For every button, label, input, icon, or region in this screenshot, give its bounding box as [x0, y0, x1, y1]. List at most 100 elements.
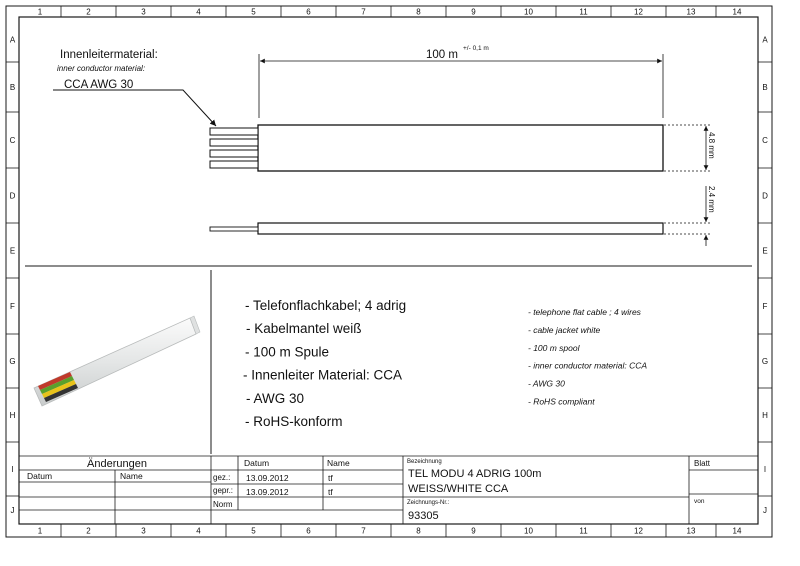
name-header: Name: [327, 458, 350, 468]
length-dimension-value: 100 m: [426, 49, 458, 61]
of-label: von: [694, 498, 705, 505]
row-label: B: [10, 83, 15, 92]
length-dimension: 100 m +/- 0,1 m: [258, 45, 664, 118]
column-label: 11: [579, 527, 588, 536]
gepr-name: tf: [328, 487, 333, 497]
row-label: I: [11, 465, 13, 474]
column-label: 2: [86, 527, 91, 536]
row-label: F: [763, 302, 768, 311]
gez-date: 13.09.2012: [246, 473, 289, 483]
wire-end-2: [209, 138, 259, 147]
column-label: 7: [361, 527, 366, 536]
row-label: G: [762, 357, 768, 366]
column-label: 4: [196, 8, 201, 17]
column-label: 5: [251, 527, 256, 536]
row-label: C: [762, 136, 768, 145]
row-label: G: [9, 357, 15, 366]
row-label: C: [10, 136, 16, 145]
description-line-en: - RoHS compliant: [528, 397, 595, 407]
row-label: F: [10, 302, 15, 311]
cable-top-view: [209, 124, 664, 172]
length-dimension-tolerance: +/- 0,1 m: [463, 45, 489, 52]
column-label: 5: [251, 8, 256, 17]
designation-line1: TEL MODU 4 ADRIG 100m: [408, 468, 541, 480]
row-label: E: [10, 247, 15, 256]
column-label: 3: [141, 8, 146, 17]
changes-name-header: Name: [120, 471, 143, 481]
material-label-en: inner conductor material:: [57, 64, 145, 73]
row-label: H: [10, 411, 16, 420]
column-label: 14: [733, 8, 742, 17]
column-label: 8: [416, 8, 421, 17]
row-label: A: [762, 36, 768, 45]
gez-name: tf: [328, 473, 333, 483]
designation-label: Bezeichnung: [407, 459, 442, 465]
column-label: 12: [634, 8, 643, 17]
row-label: D: [10, 192, 16, 201]
changes-title: Änderungen: [87, 458, 147, 470]
cable-side-view: [209, 222, 664, 235]
description-english: - telephone flat cable ; 4 wires - cable …: [528, 307, 647, 407]
title-block: [19, 455, 758, 524]
wire-end-1: [209, 127, 259, 136]
wire-end-4: [209, 160, 259, 169]
description-line-de: - 100 m Spule: [245, 344, 329, 359]
column-label: 10: [524, 527, 533, 536]
description-line-en: - inner conductor material: CCA: [528, 361, 647, 371]
column-label: 6: [306, 8, 311, 17]
description-line-en: - AWG 30: [528, 379, 565, 389]
wire-end-3: [209, 149, 259, 158]
column-label: 12: [634, 527, 643, 536]
drawing-no-label: Zeichnungs-Nr.:: [407, 500, 450, 506]
gepr-date: 13.09.2012: [246, 487, 289, 497]
column-label: 8: [416, 527, 421, 536]
wire-cores: [38, 372, 78, 402]
column-label: 2: [86, 8, 91, 17]
column-label: 14: [733, 527, 742, 536]
row-label: J: [11, 506, 15, 515]
description-line-de: - Innenleiter Material: CCA: [243, 368, 402, 383]
column-label: 6: [306, 527, 311, 536]
drawing-frame: [5, 5, 773, 538]
norm-label: Norm: [213, 500, 233, 509]
column-label: 9: [471, 8, 476, 17]
row-label: J: [763, 506, 767, 515]
row-label: D: [762, 192, 768, 201]
width-dimension-value: 4.8 mm: [707, 132, 716, 159]
width-dimension: 4.8 mm: [664, 124, 716, 172]
thickness-dimension: 2.4 mm: [664, 186, 716, 246]
row-label: A: [10, 36, 16, 45]
row-label: E: [762, 247, 767, 256]
column-label: 1: [38, 527, 43, 536]
description-line-en: - telephone flat cable ; 4 wires: [528, 307, 642, 317]
row-labels-left: A B C D E F G H I J: [6, 36, 19, 515]
column-label: 1: [38, 8, 43, 17]
column-label: 13: [687, 527, 696, 536]
changes-date-header: Datum: [27, 471, 52, 481]
description-line-de: - Telefonflachkabel; 4 adrig: [245, 298, 406, 313]
description-line-de: - RoHS-konform: [245, 414, 343, 429]
material-label-de: Innenleitermaterial:: [60, 49, 158, 61]
material-leader-line: [53, 89, 217, 127]
column-label: 7: [361, 8, 366, 17]
column-label: 13: [687, 8, 696, 17]
designation-line2: WEISS/WHITE CCA: [408, 483, 509, 495]
row-label: H: [762, 411, 768, 420]
column-label: 3: [141, 527, 146, 536]
row-labels-right: A B C D E F G H I J: [758, 36, 772, 515]
drawing-no: 93305: [408, 510, 439, 522]
description-line-en: - 100 m spool: [528, 343, 581, 353]
gez-label: gez.:: [213, 473, 230, 482]
row-label: I: [764, 465, 766, 474]
gepr-label: gepr.:: [213, 486, 233, 495]
row-label: B: [762, 83, 767, 92]
description-german: - Telefonflachkabel; 4 adrig- Kabelmante…: [243, 298, 406, 429]
cable-photo: [33, 315, 201, 407]
column-label: 10: [524, 8, 533, 17]
description-line-en: - cable jacket white: [528, 325, 601, 335]
description-line-de: - AWG 30: [246, 391, 304, 406]
thickness-dimension-value: 2.4 mm: [707, 186, 716, 213]
